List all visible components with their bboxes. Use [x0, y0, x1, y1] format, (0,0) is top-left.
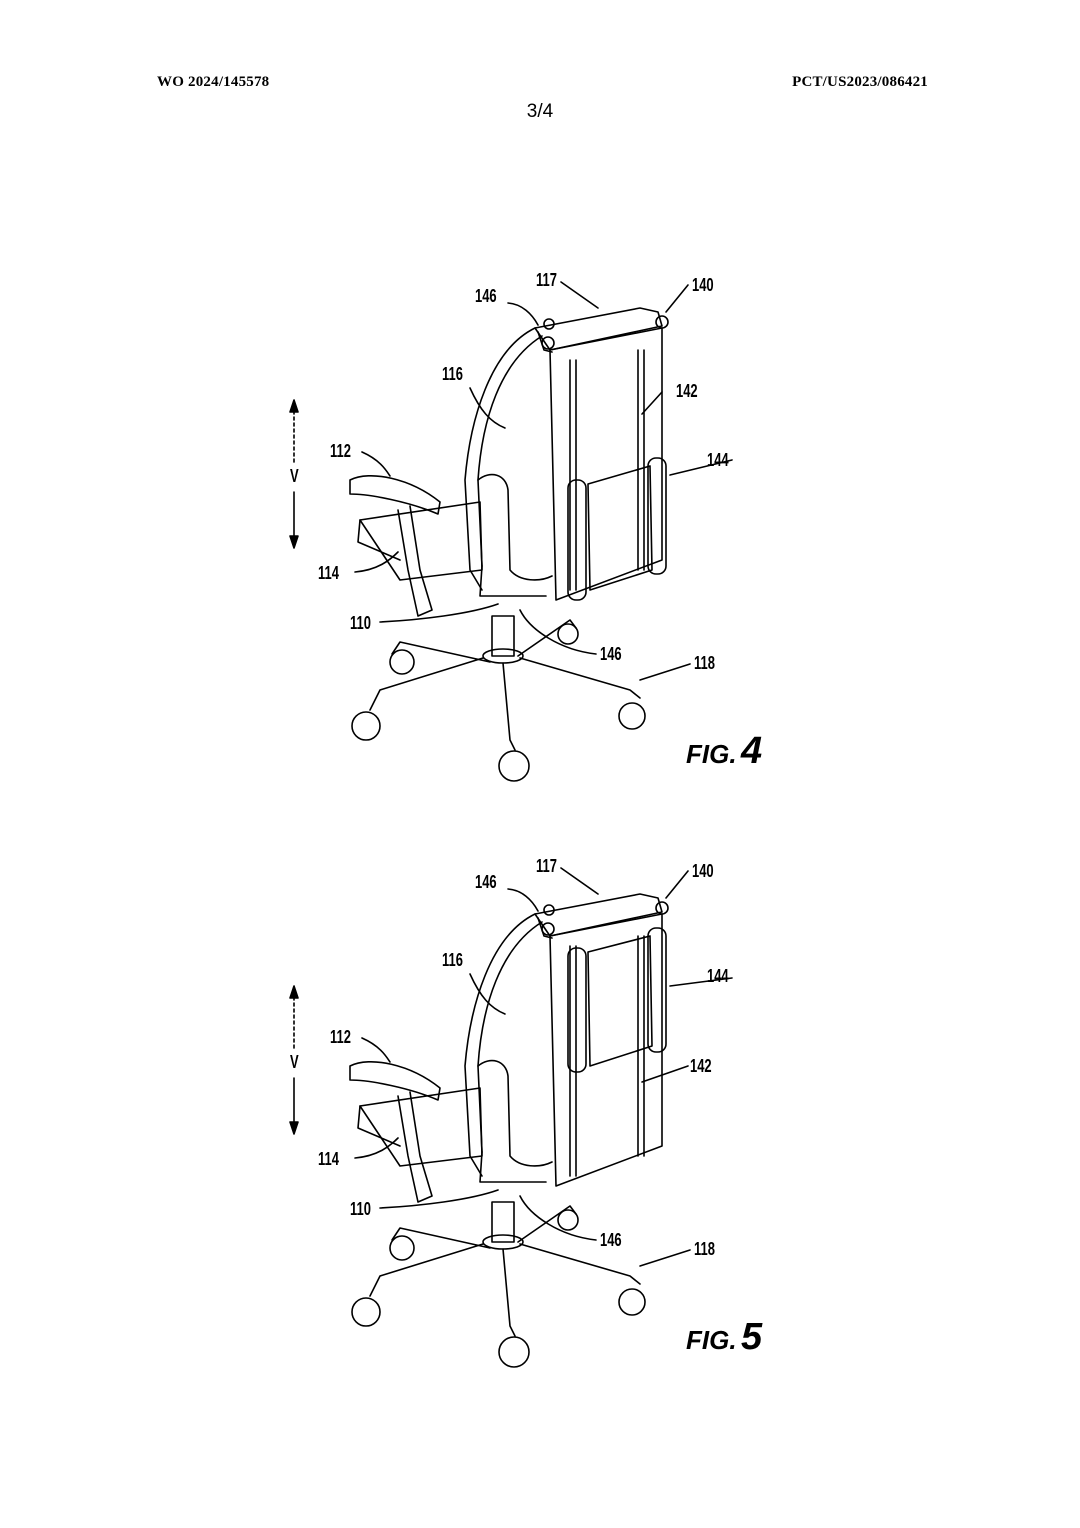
ref-144: 144	[707, 966, 729, 986]
ref-V: V	[290, 466, 299, 486]
ref-112: 112	[330, 1027, 351, 1047]
ref-116: 116	[442, 950, 463, 970]
ref-142: 142	[676, 381, 698, 401]
sheet-number: 3/4	[526, 101, 554, 122]
ref-140: 140	[692, 861, 714, 881]
ref-144: 144	[707, 450, 729, 470]
ref-146-top: 146	[475, 872, 497, 892]
ref-146-bottom: 146	[600, 1230, 622, 1250]
ref-146-bottom: 146	[600, 644, 622, 664]
publication-number: WO 2024/145578	[157, 74, 270, 90]
ref-146-top: 146	[475, 286, 497, 306]
ref-110: 110	[350, 1199, 371, 1219]
ref-112: 112	[330, 441, 351, 461]
ref-140: 140	[692, 275, 714, 295]
figure-5: 117 140 146 116 144 142 112 V 114 110 14…	[270, 856, 790, 1396]
figure-caption-5: FIG. 5	[686, 1316, 762, 1359]
ref-114: 114	[318, 1149, 339, 1169]
figure-caption-number: 5	[741, 1316, 763, 1358]
figure-caption-number: 4	[741, 730, 763, 772]
ref-117: 117	[536, 856, 557, 876]
ref-V: V	[290, 1052, 299, 1072]
ref-116: 116	[442, 364, 463, 384]
figure-4: 117 140 146 116 142 144 112 V 114 110 14…	[270, 270, 790, 810]
chair-drawing-fig5	[289, 867, 733, 1368]
figure-caption-4: FIG. 4	[686, 730, 762, 773]
ref-117: 117	[536, 270, 557, 290]
ref-142: 142	[690, 1056, 712, 1076]
ref-118: 118	[694, 653, 715, 673]
chair-drawing-fig4	[289, 281, 733, 782]
figure-caption-prefix: FIG.	[686, 739, 737, 769]
ref-118: 118	[694, 1239, 715, 1259]
ref-110: 110	[350, 613, 371, 633]
application-number: PCT/US2023/086421	[792, 74, 928, 90]
figure-caption-prefix: FIG.	[686, 1325, 737, 1355]
ref-114: 114	[318, 563, 339, 583]
